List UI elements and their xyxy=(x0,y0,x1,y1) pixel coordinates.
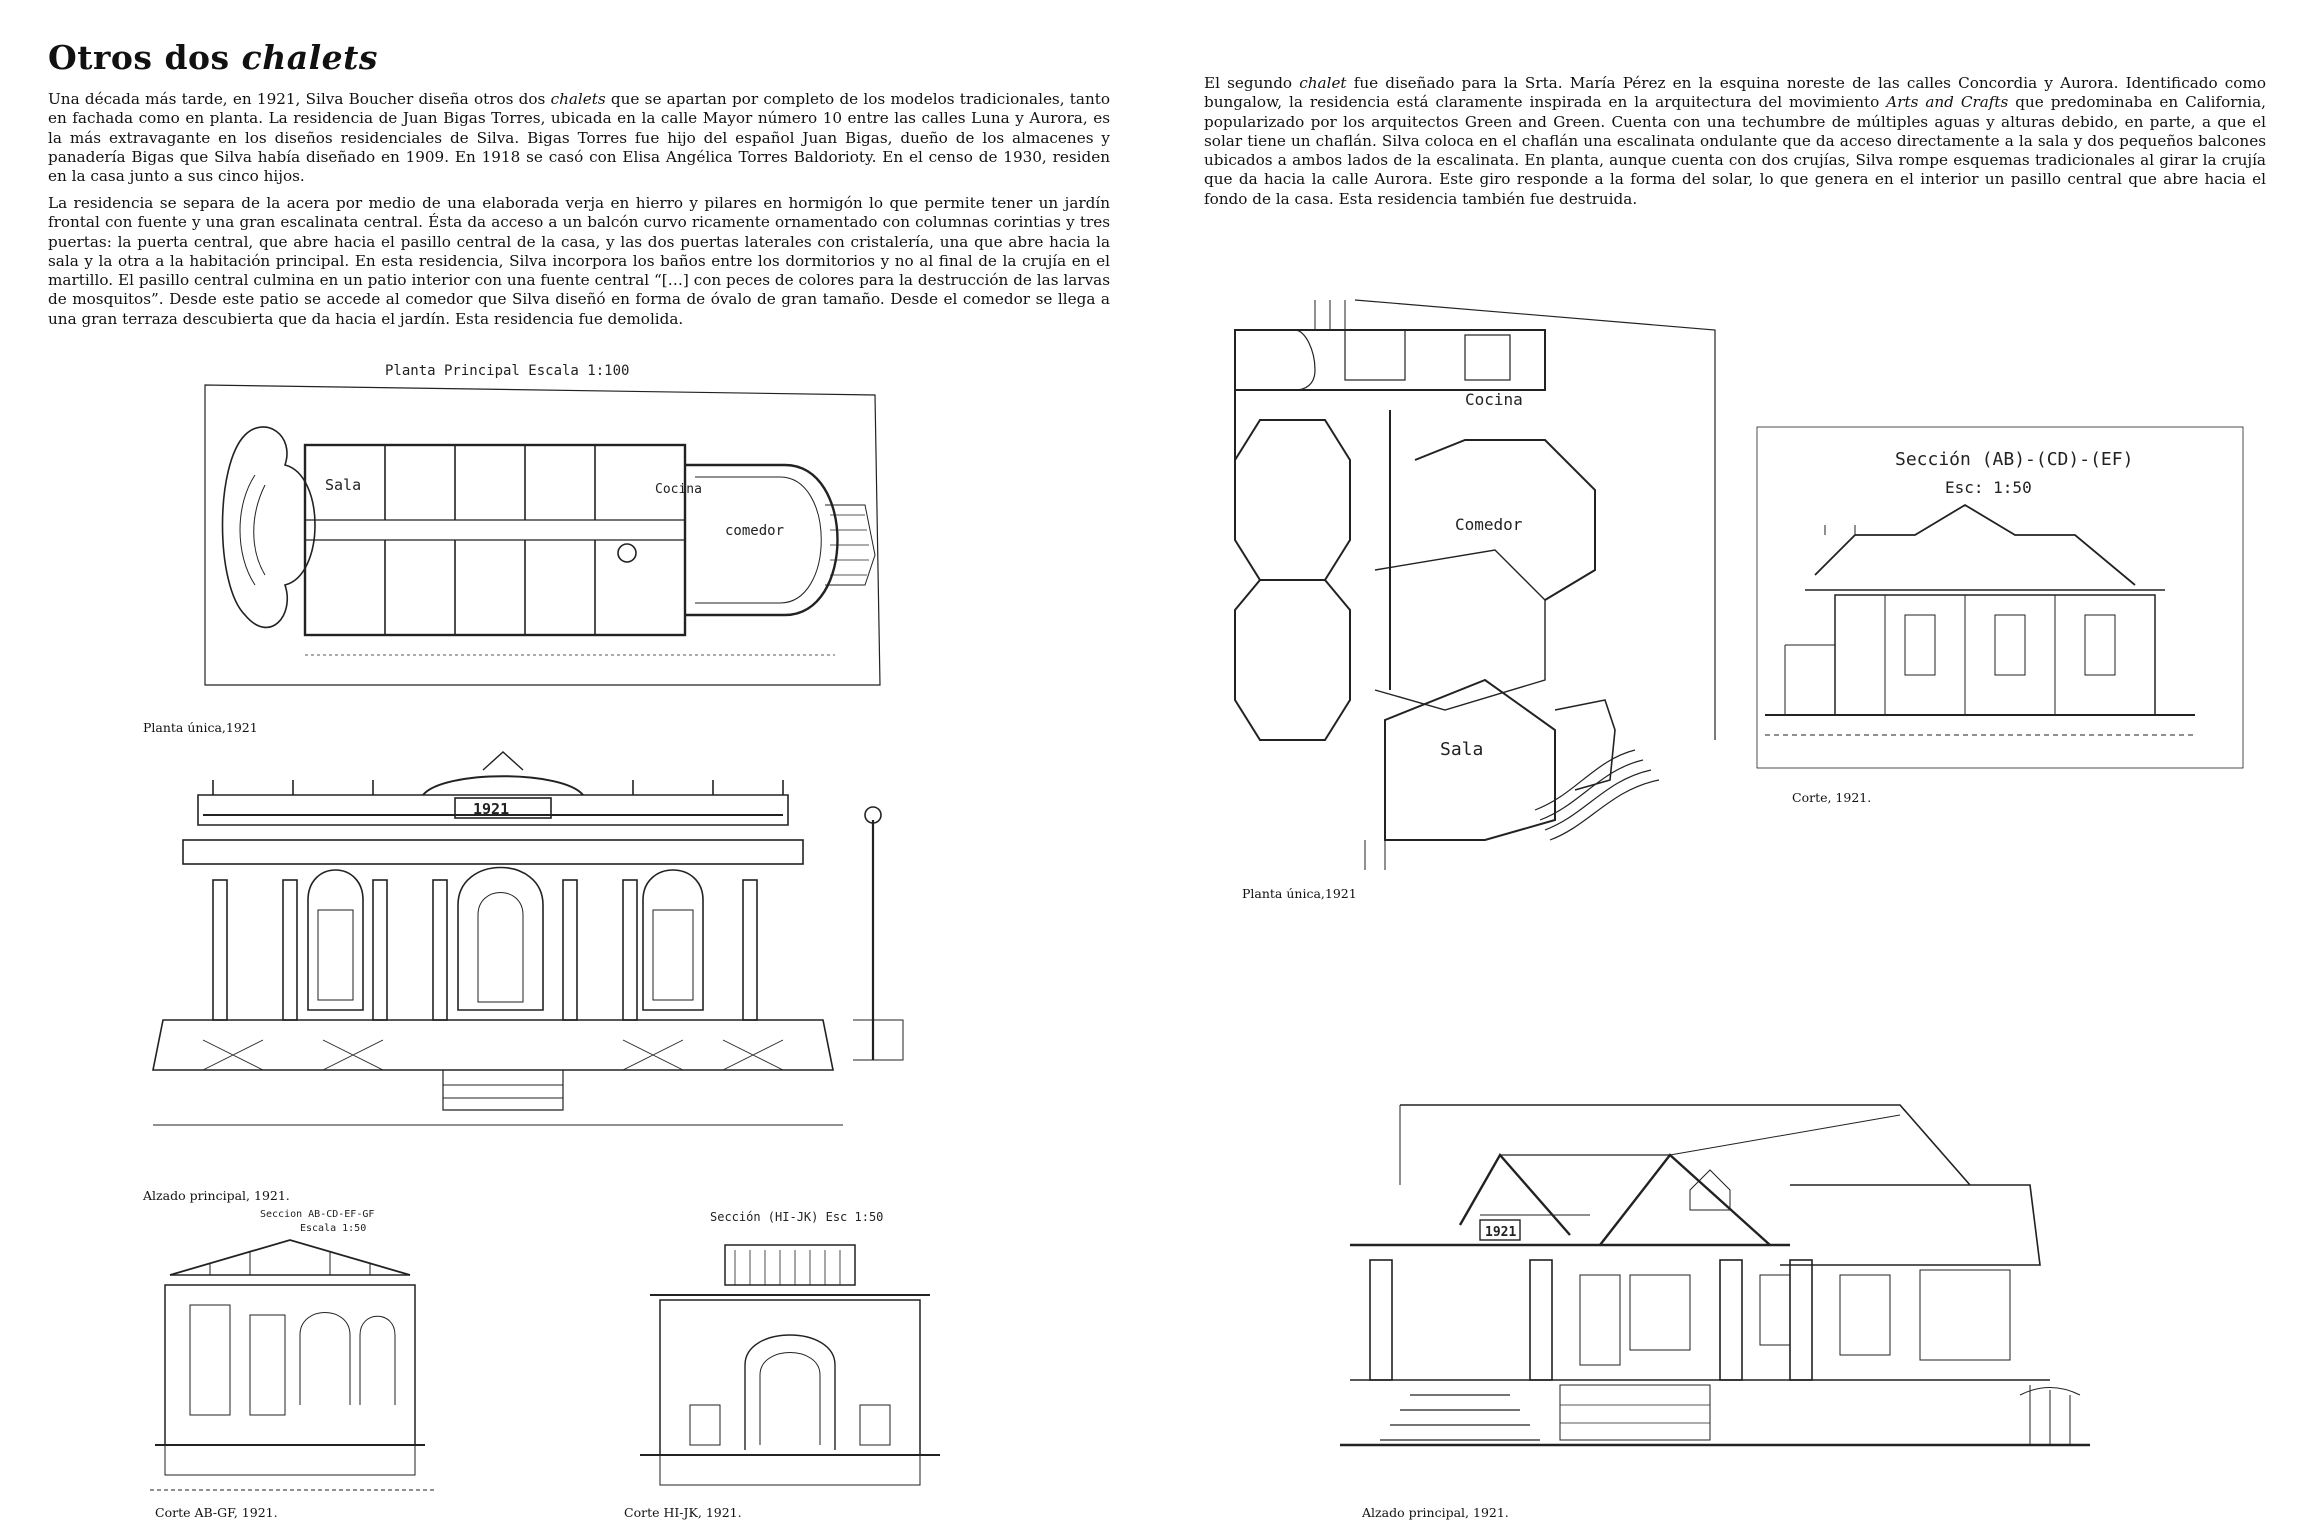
plan-right-sala: Sala xyxy=(1440,739,1483,760)
front-elevation-drawing-right: 1921 xyxy=(1330,1095,2130,1495)
right-p1-d: Arts and Crafts xyxy=(1886,93,2009,112)
page-title-text: Otros dos xyxy=(48,38,242,77)
left-p1-b: chalets xyxy=(550,90,606,108)
floor-plan-drawing-right: Cocina Comedor Sala xyxy=(1215,290,1735,880)
section-hi-drawing: Sección (HI-JK) Esc 1:50 xyxy=(630,1205,970,1505)
left-p1-a: Una década más tarde, en 1921, Silva Bou… xyxy=(48,90,551,108)
section-right-scale: Esc: 1:50 xyxy=(1945,478,2032,497)
right-p1-a: El segundo xyxy=(1204,74,1300,92)
right-p1-c: fue diseñado para la Srta. María Pérez e… xyxy=(1204,74,2266,112)
caption-section-right: Corte, 1921. xyxy=(1792,790,1872,805)
caption-plan-left: Planta única,1921 xyxy=(143,720,258,735)
floor-plan-drawing-left: Planta Principal Escala 1:100 Sala Cocin… xyxy=(175,355,925,695)
section-hi-title: Sección (HI-JK) Esc 1:50 xyxy=(710,1210,883,1224)
caption-elev-right: Alzado principal, 1921. xyxy=(1362,1505,1509,1520)
section-ab-scale: Escala 1:50 xyxy=(300,1223,366,1234)
caption-plan-right: Planta única,1921 xyxy=(1242,886,1357,901)
front-elevation-drawing-left: 1921 xyxy=(143,740,973,1150)
right-paragraph-1: El segundo chalet fue diseñado para la S… xyxy=(1204,74,2266,209)
plan-left-title: Planta Principal Escala 1:100 xyxy=(385,363,629,379)
left-p1-c: que se apartan por completo de los model… xyxy=(48,90,1110,186)
section-ab-title: Seccion AB-CD-EF-GF xyxy=(260,1209,374,1220)
right-p1-b: chalet xyxy=(1299,74,1347,92)
section-right-title: Sección (AB)-(CD)-(EF) xyxy=(1895,449,2133,470)
left-paragraph-1: Una década más tarde, en 1921, Silva Bou… xyxy=(48,90,1110,186)
page-title-emphasis: chalets xyxy=(241,38,378,77)
caption-section-ab: Corte AB-GF, 1921. xyxy=(155,1505,278,1520)
left-paragraph-2: La residencia se separa de la acera por … xyxy=(48,194,1110,328)
caption-elev-left: Alzado principal, 1921. xyxy=(143,1188,290,1203)
section-right-drawing: Sección (AB)-(CD)-(EF) Esc: 1:50 xyxy=(1755,425,2245,770)
elev-right-year: 1921 xyxy=(1485,1225,1516,1240)
plan-left-cocina: Cocina xyxy=(655,482,702,497)
plan-right-comedor: Comedor xyxy=(1455,515,1523,534)
plan-left-sala: Sala xyxy=(325,476,361,494)
caption-section-hi: Corte HI-JK, 1921. xyxy=(624,1505,742,1520)
elev-left-year: 1921 xyxy=(473,800,509,818)
page-title: Otros dos chalets xyxy=(48,38,378,77)
section-ab-drawing: Seccion AB-CD-EF-GF Escala 1:50 xyxy=(150,1205,440,1505)
plan-right-cocina: Cocina xyxy=(1465,390,1523,409)
right-p1-e: que predominaba en California, populariz… xyxy=(1204,93,2267,208)
plan-left-comedor: comedor xyxy=(725,523,784,539)
